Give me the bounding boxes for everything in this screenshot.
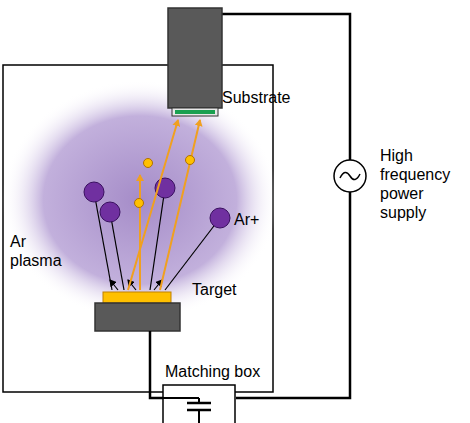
ar-ions — [84, 178, 230, 228]
substrate-holder — [168, 8, 222, 108]
ac-source-symbol — [334, 160, 366, 192]
matching-box — [163, 385, 235, 423]
capacitor-lead — [198, 410, 200, 423]
target-label: Target — [192, 280, 262, 299]
power-supply-label: High frequency power supply — [380, 146, 466, 222]
target — [103, 292, 171, 303]
substrate — [175, 110, 215, 114]
ar-ion-paths — [94, 188, 220, 290]
substrate-frame — [172, 108, 218, 116]
sputtered-atoms — [135, 156, 195, 208]
ion-label: Ar+ — [234, 210, 270, 229]
ac-wave — [340, 172, 360, 179]
plasma-cloud — [2, 80, 278, 320]
capacitor-plate — [187, 402, 211, 405]
plasma-label: Ar plasma — [10, 232, 80, 270]
matching-box-label: Matching box — [165, 362, 285, 381]
target-holder — [95, 303, 180, 331]
substrate-label: Substrate — [222, 88, 312, 107]
ion-impact-arrows — [110, 280, 162, 290]
sputtered-atom-paths — [128, 120, 200, 290]
wire — [150, 331, 163, 398]
wire — [163, 397, 199, 399]
